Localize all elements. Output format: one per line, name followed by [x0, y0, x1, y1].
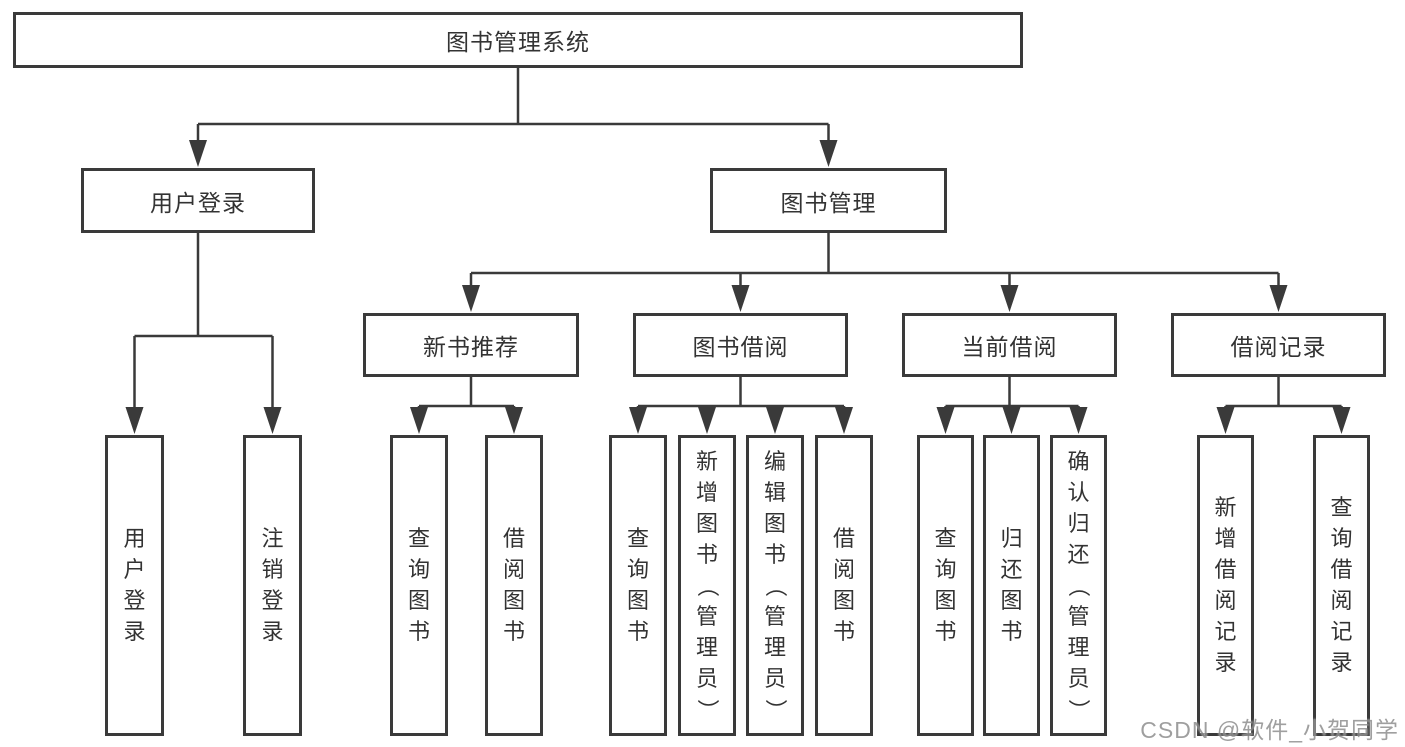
leaf-logout: 注销登录 — [243, 435, 302, 736]
root-node-system: 图书管理系统 — [13, 12, 1023, 68]
leaf-return-book: 归还图书 — [983, 435, 1040, 736]
leaf-query-books-borrow: 查询图书 — [609, 435, 667, 736]
leaf-query-books-recommend: 查询图书 — [390, 435, 448, 736]
leaf-borrow-books-recommend: 借阅图书 — [485, 435, 543, 736]
leaf-add-book-admin: 新增图书（管理员） — [678, 435, 736, 736]
csdn-watermark: CSDN @软件_小贺同学 — [1140, 717, 1399, 743]
node-user-login: 用户登录 — [81, 168, 315, 233]
leaf-query-borrow-record: 查询借阅记录 — [1313, 435, 1370, 736]
node-book-management: 图书管理 — [710, 168, 947, 233]
node-borrow-record: 借阅记录 — [1171, 313, 1386, 377]
node-new-book-recommend: 新书推荐 — [363, 313, 579, 377]
leaf-edit-book-admin: 编辑图书（管理员） — [746, 435, 804, 736]
leaf-add-borrow-record: 新增借阅记录 — [1197, 435, 1254, 736]
node-current-borrow: 当前借阅 — [902, 313, 1117, 377]
node-book-borrow: 图书借阅 — [633, 313, 848, 377]
leaf-query-books-current: 查询图书 — [917, 435, 974, 736]
leaf-user-login: 用户登录 — [105, 435, 164, 736]
leaf-confirm-return-admin: 确认归还（管理员） — [1050, 435, 1107, 736]
leaf-borrow-books: 借阅图书 — [815, 435, 873, 736]
